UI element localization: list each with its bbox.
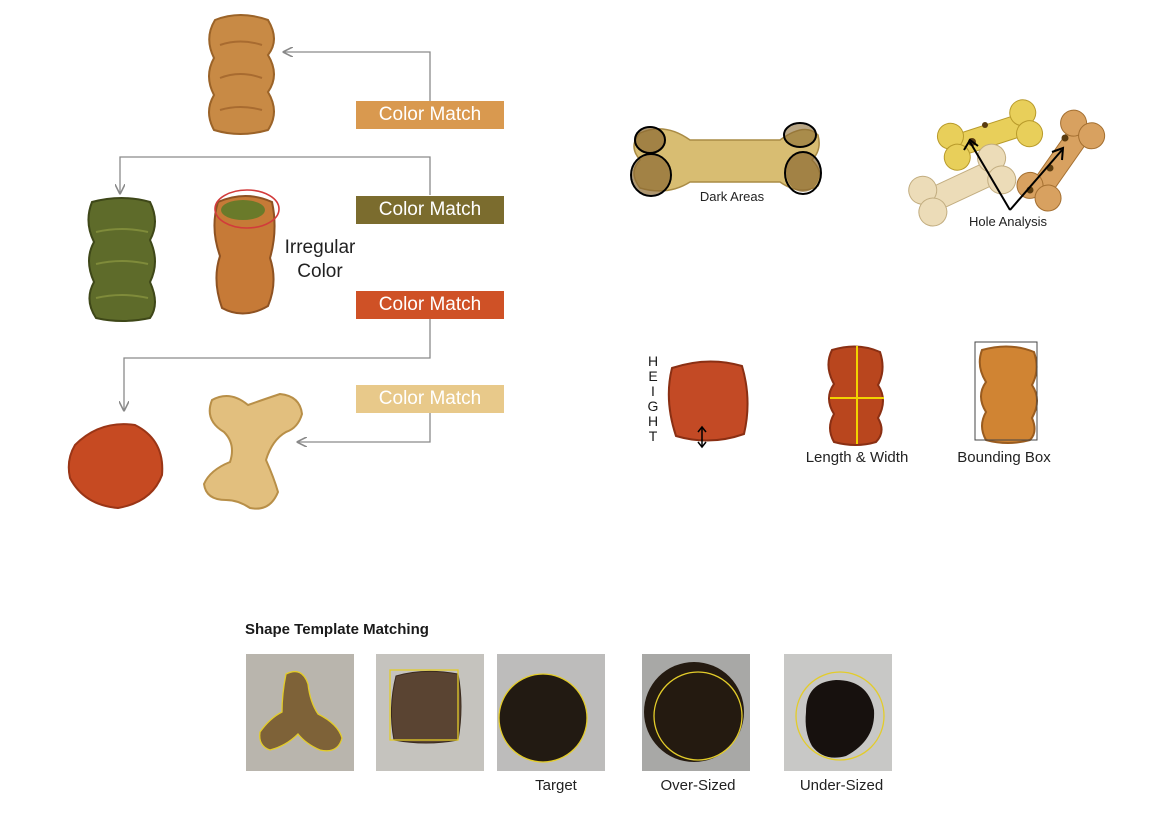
connector-2 xyxy=(120,156,431,195)
kibble-bone xyxy=(202,392,304,510)
color-match-label-1: Color Match xyxy=(356,101,504,129)
template-matching-title: Shape Template Matching xyxy=(245,621,429,638)
color-match-label-2: Color Match xyxy=(356,196,504,224)
template-tile-undersized xyxy=(784,654,892,771)
length-width-kibble xyxy=(827,345,884,446)
dark-areas-label: Dark Areas xyxy=(699,189,765,204)
kibble-green xyxy=(87,197,156,322)
height-letter: E xyxy=(648,368,658,384)
color-match-label-4: Color Match xyxy=(356,385,504,413)
height-label: H E I G H T xyxy=(646,354,660,444)
bounding-box-kibble xyxy=(974,341,1038,444)
template-caption-oversized: Over-Sized xyxy=(660,777,736,794)
height-letter: H xyxy=(647,353,659,369)
height-letter: H xyxy=(647,413,659,429)
connector-4 xyxy=(298,412,431,442)
height-letter: I xyxy=(651,383,655,399)
template-tile-target xyxy=(497,654,605,771)
dark-areas-bone xyxy=(630,122,822,197)
template-tile-tri xyxy=(246,654,354,771)
template-tile-square xyxy=(376,654,484,771)
kibble-irregular xyxy=(213,189,280,315)
hole-analysis-label: Hole Analysis xyxy=(968,214,1048,229)
connector-1 xyxy=(284,52,431,102)
irregular-color-label: Irregular Color xyxy=(272,236,368,284)
kibble-orange-top xyxy=(208,14,275,135)
irregular-color-marker xyxy=(214,189,280,229)
height-letter: G xyxy=(647,398,659,414)
irregular-color-line1: Irregular xyxy=(284,237,356,258)
template-caption-target: Target xyxy=(535,777,577,794)
bounding-box-rect xyxy=(974,341,1038,441)
height-letter: T xyxy=(648,428,658,444)
height-kibble xyxy=(667,360,749,449)
color-match-label-3: Color Match xyxy=(356,291,504,319)
kibble-red-round xyxy=(67,423,164,510)
length-width-label: Length & Width xyxy=(805,449,909,466)
connector-3 xyxy=(124,318,431,410)
template-tile-oversized xyxy=(642,654,750,771)
template-caption-undersized: Under-Sized xyxy=(799,777,884,794)
hole-analysis-bones xyxy=(908,99,1106,227)
bounding-box-label: Bounding Box xyxy=(957,449,1051,466)
irregular-color-line2: Color xyxy=(297,261,343,282)
